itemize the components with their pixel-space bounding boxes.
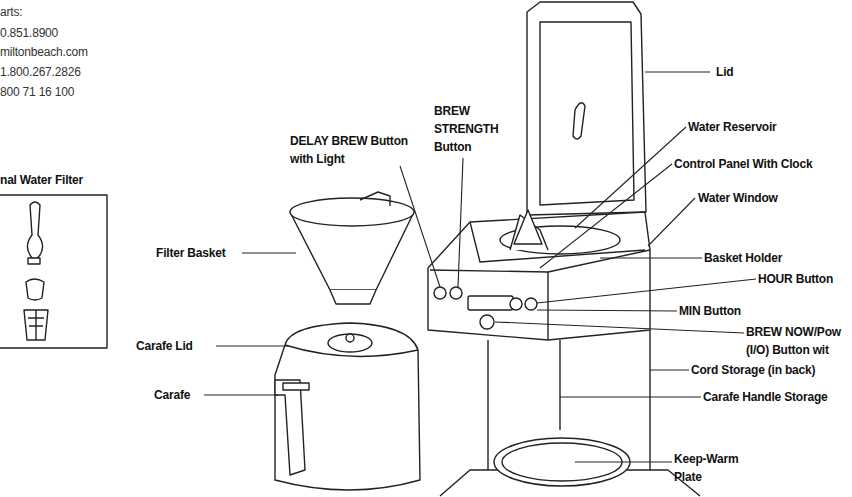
carafe-drawing bbox=[275, 323, 420, 490]
part-label: Basket Holder bbox=[704, 249, 782, 267]
part-label: MIN Button bbox=[679, 302, 741, 320]
part-label: Carafe Lid bbox=[136, 337, 193, 355]
part-label: BREW STRENGTH Button bbox=[434, 102, 514, 156]
contact-text: 800 71 16 100 bbox=[0, 83, 74, 101]
filter-box bbox=[0, 195, 107, 348]
part-label: Water Window bbox=[698, 189, 778, 207]
lid-drawing bbox=[527, 2, 646, 215]
part-label: Carafe Handle Storage bbox=[703, 388, 828, 406]
filter-basket-drawing bbox=[290, 192, 414, 304]
part-label: Cord Storage (in back) bbox=[691, 361, 815, 379]
part-label: HOUR Button bbox=[758, 270, 833, 288]
part-label: DELAY BREW Button with Light bbox=[290, 132, 415, 168]
water-filter-parts bbox=[24, 202, 48, 340]
coffee-maker-body bbox=[428, 210, 700, 496]
contact-text: 0.851.8900 bbox=[0, 24, 58, 42]
part-label: Control Panel With Clock bbox=[674, 155, 812, 173]
part-label: Keep-Warm Plate bbox=[674, 450, 754, 486]
contact-text: arts: bbox=[0, 3, 22, 21]
part-label: Water Reservoir bbox=[688, 118, 777, 136]
part-label: nal Water Filter bbox=[0, 171, 83, 189]
part-label: BREW NOW/Pow (I/O) Button wit bbox=[746, 323, 852, 359]
contact-text: miltonbeach.com bbox=[0, 43, 88, 61]
contact-text: 1.800.267.2826 bbox=[0, 63, 81, 81]
leader-lines bbox=[204, 72, 756, 462]
part-label: Carafe bbox=[154, 386, 190, 404]
part-label: Filter Basket bbox=[156, 244, 225, 262]
part-label: Lid bbox=[716, 63, 733, 81]
